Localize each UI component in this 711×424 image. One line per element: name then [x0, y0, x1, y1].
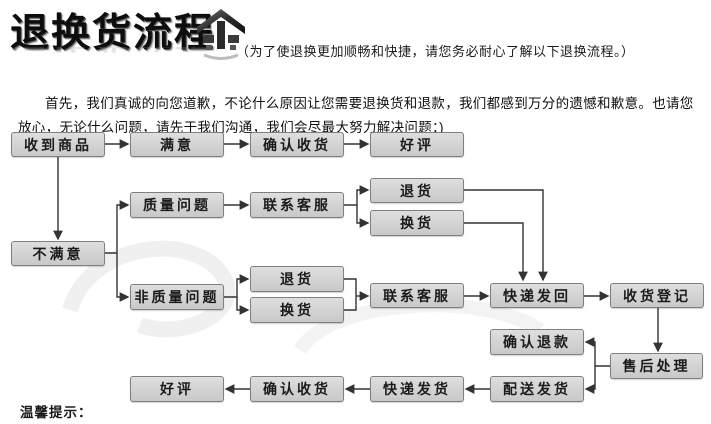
flow-node-contact-service-quality: 联系客服 — [250, 192, 344, 218]
flow-node-confirm-receipt-bottom: 确认收货 — [250, 376, 344, 402]
flow-node-receipt-register: 收货登记 — [610, 283, 704, 308]
page-subtitle: （为了使退换更加顺畅和快捷，请您务必耐心了解以下退换流程。） — [236, 44, 635, 59]
connector-line — [584, 337, 610, 367]
flow-node-after-sales: 售后处理 — [610, 353, 703, 379]
connector-line — [116, 253, 130, 302]
flow-node-exchange-quality: 换货 — [370, 210, 464, 236]
connector-line — [584, 366, 596, 394]
intro-paragraph: 首先，我们真诚的向您道歉，不论什么原因让您需要退换货和退款，我们都感到万分的遗憾… — [18, 95, 694, 136]
flow-node-exchange-non-quality: 换货 — [250, 297, 344, 323]
connector-line — [236, 297, 250, 315]
flow-node-return-quality: 退货 — [370, 178, 464, 203]
flow-node-confirm-refund: 确认退款 — [490, 329, 584, 355]
warm-tips-label: 温馨提示： — [20, 405, 93, 420]
flow-node-satisfied: 满意 — [130, 132, 224, 157]
flow-node-express-return: 快递发回 — [490, 283, 584, 308]
flow-node-quality-issue: 质量问题 — [130, 192, 224, 218]
house-arrow-icon — [197, 9, 245, 60]
flow-node-received: 收到商品 — [11, 132, 105, 157]
flow-node-good-review-bottom: 好评 — [130, 376, 224, 402]
connector-line — [105, 200, 130, 254]
page-title: 退换货流程 — [10, 12, 216, 55]
connector-line — [224, 274, 250, 298]
flow-node-return-non-quality: 退货 — [250, 266, 344, 292]
flow-node-express-delivery: 快递发货 — [370, 376, 464, 402]
flow-node-non-quality-issue: 非质量问题 — [130, 284, 224, 310]
flow-node-confirm-receipt-top: 确认收货 — [250, 132, 344, 157]
connector-line — [464, 222, 528, 282]
flow-node-dispatch-goods: 配送发货 — [490, 376, 584, 402]
connector-line — [356, 205, 370, 228]
connector-line — [344, 185, 370, 206]
flow-node-contact-service-non-quality: 联系客服 — [370, 283, 464, 308]
flow-node-good-review-top: 好评 — [370, 132, 464, 157]
connector-line — [344, 278, 357, 311]
flow-node-unsatisfied: 不满意 — [11, 241, 105, 266]
connector-line — [464, 189, 548, 282]
